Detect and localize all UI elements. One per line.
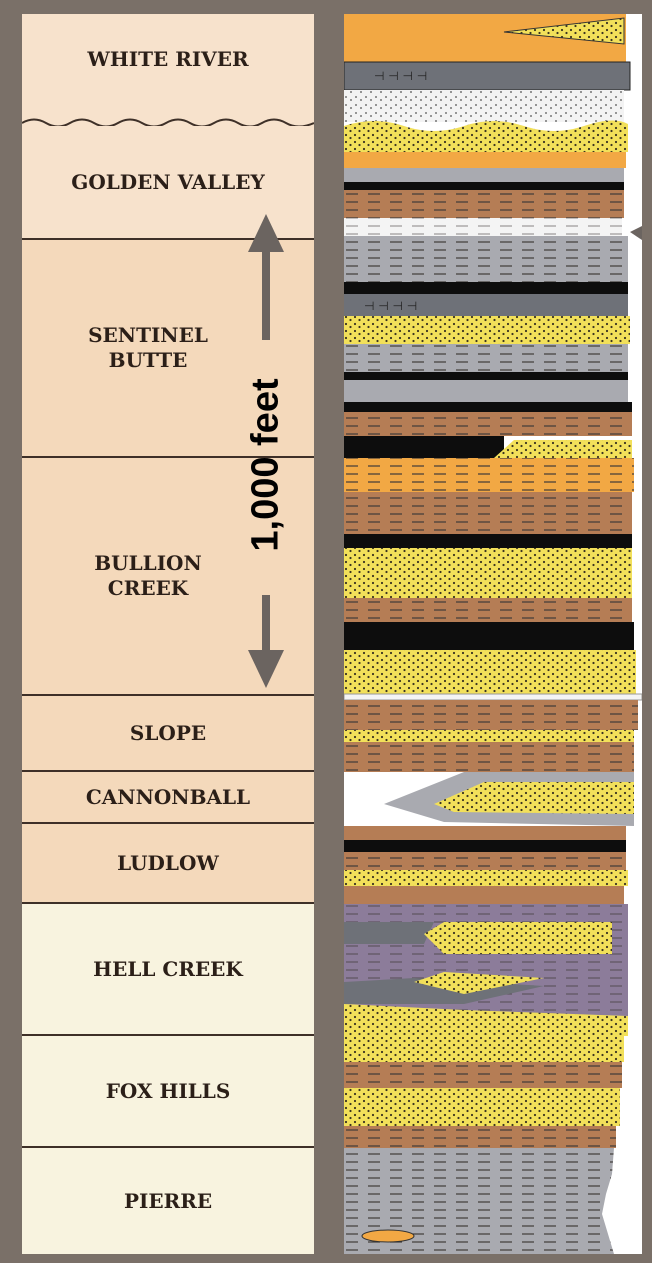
bed-lignite <box>344 282 628 294</box>
bed-sand-lens <box>424 922 612 954</box>
formation-label: GOLDEN VALLEY <box>71 170 265 195</box>
bed-claystone <box>344 168 624 182</box>
formation-fox-hills: FOX HILLS <box>22 1036 314 1148</box>
bed-limestone <box>344 922 434 944</box>
bed-sandstone <box>344 1088 620 1126</box>
formation-label: SENTINEL BUTTE <box>68 323 228 373</box>
bed-orange-thin <box>344 152 626 168</box>
bed-sand-lens <box>494 440 632 458</box>
bed-lignite <box>344 534 632 548</box>
svg-text:⊣ ⊣ ⊣ ⊣: ⊣ ⊣ ⊣ ⊣ <box>364 299 417 313</box>
formation-label: FOX HILLS <box>106 1079 231 1104</box>
bed-lignite <box>344 622 634 650</box>
formation-label: LUDLOW <box>117 851 219 876</box>
bed-sandstone <box>344 548 632 598</box>
formation-ludlow: LUDLOW <box>22 824 314 904</box>
bed-lignite <box>344 436 504 458</box>
bed-lignite <box>344 372 628 380</box>
bed-orange-concretion <box>362 1230 414 1242</box>
bed-lignite <box>344 182 624 190</box>
formation-label: SLOPE <box>130 721 206 746</box>
formation-white-river: WHITE RIVER <box>22 14 314 126</box>
formation-label: WHITE RIVER <box>87 47 248 72</box>
formation-hell-creek: HELL CREEK <box>22 904 314 1036</box>
svg-text:⊣ ⊣ ⊣ ⊣: ⊣ ⊣ ⊣ ⊣ <box>374 69 427 83</box>
formation-label: HELL CREEK <box>93 957 243 982</box>
formation-pierre: PIERRE <box>22 1148 314 1254</box>
scale-label: 1,000 feet <box>245 378 288 551</box>
bed-white-clay <box>344 694 642 700</box>
bed-lignite <box>344 840 626 852</box>
bed-sandstone <box>344 316 630 344</box>
bed-conglomerate <box>344 90 624 122</box>
lithologic-column: ⊣ ⊣ ⊣ ⊣ ⊣ ⊣ ⊣ ⊣ <box>344 14 642 1254</box>
bed-sandstone <box>344 870 628 886</box>
bed-sandstone <box>344 1036 624 1062</box>
formation-slope: SLOPE <box>22 696 314 772</box>
bed-mudstone <box>344 886 624 904</box>
bed-claystone <box>344 380 628 402</box>
bed-sandstone <box>344 650 636 694</box>
formation-cannonball: CANNONBALL <box>22 772 314 824</box>
bed-sandstone <box>344 730 634 742</box>
formation-label: BULLION CREEK <box>68 551 228 601</box>
formation-label: CANNONBALL <box>86 785 250 810</box>
formation-label: PIERRE <box>124 1189 212 1214</box>
bed-mudstone <box>344 826 626 840</box>
bed-lignite <box>344 402 632 412</box>
